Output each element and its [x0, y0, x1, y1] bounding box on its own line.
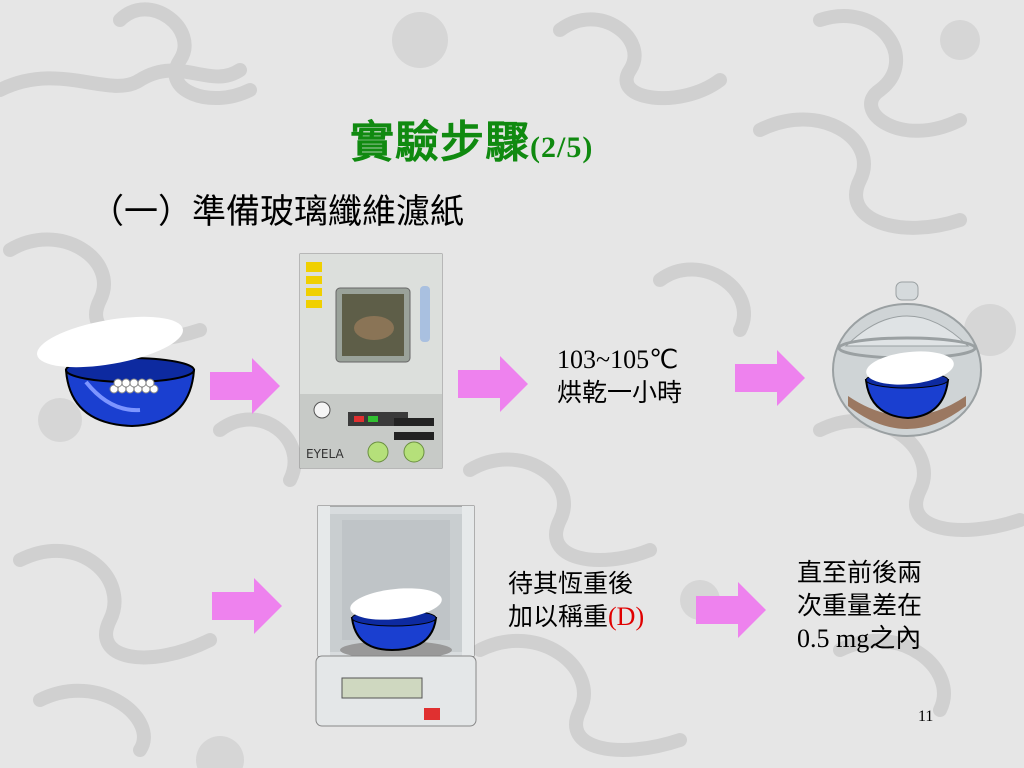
analytical-balance-icon	[315, 505, 477, 727]
slide-title-main: 實驗步驟	[350, 117, 530, 168]
repeat-line2: 次重量差在	[797, 591, 923, 620]
repeat-line3: 0.5 mg之內	[797, 624, 922, 653]
arrow-right-icon	[735, 350, 805, 406]
bowl-with-filter-icon	[37, 316, 196, 428]
arrow-right-icon	[210, 358, 280, 414]
section-heading: （一）準備玻璃纖維濾紙	[90, 192, 464, 232]
desiccator-icon	[832, 281, 982, 437]
oven-brand: EYELA	[306, 447, 344, 461]
repeat-line1: 直至前後兩	[797, 558, 923, 587]
weigh-step-text: 待其恆重後 加以稱重(D)	[508, 567, 644, 633]
oven-step-text: 103~105℃ 烘乾一小時	[557, 343, 682, 409]
oven-duration: 烘乾一小時	[557, 378, 683, 407]
slide-title: 實驗步驟(2/5)	[350, 106, 593, 170]
repeat-step-text: 直至前後兩 次重量差在 0.5 mg之內	[797, 556, 922, 655]
arrow-right-icon	[696, 582, 766, 638]
slide-title-part: (2/5)	[530, 131, 594, 164]
oven-temperature: 103~105℃	[557, 345, 679, 374]
weigh-line2: 加以稱重	[508, 602, 609, 631]
page-number: 11	[918, 708, 934, 725]
weigh-line1: 待其恆重後	[508, 569, 634, 598]
weight-label-d: (D)	[608, 602, 645, 631]
arrow-right-icon	[458, 356, 528, 412]
arrow-right-icon	[212, 578, 282, 634]
drying-oven-icon: EYELA	[299, 253, 443, 469]
